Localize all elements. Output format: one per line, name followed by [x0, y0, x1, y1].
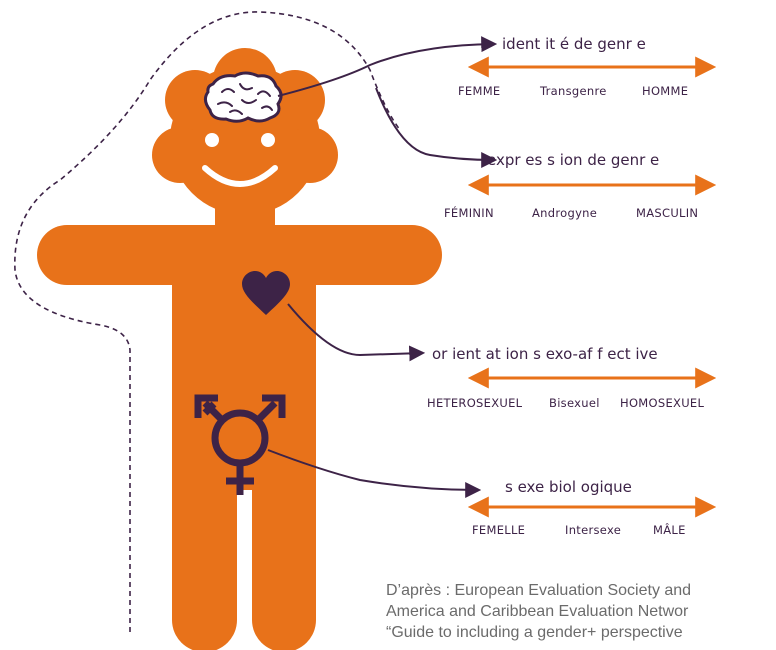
spectrum-arrows: [472, 67, 712, 507]
expression-title: expr es s ion de genr e: [487, 151, 659, 169]
sex-right: MÂLE: [653, 523, 686, 537]
sex-middle: Intersexe: [565, 523, 621, 537]
connector-expression: [376, 88, 494, 160]
source-credit: D’après : European Evaluation Society an…: [386, 580, 776, 643]
right-eye: [261, 133, 275, 147]
identity-right: HOMME: [642, 84, 688, 98]
sex-left: FEMELLE: [472, 523, 525, 537]
expression-right: MASCULIN: [636, 206, 698, 220]
credit-line-3: “Guide to including a gender+ perspectiv…: [386, 622, 776, 643]
identity-title: ident it é de genr e: [502, 35, 646, 53]
credit-line-2: America and Caribbean Evaluation Networ: [386, 601, 776, 622]
orientation-left: HETEROSEXUEL: [427, 396, 522, 410]
credit-line-1: D’après : European Evaluation Society an…: [386, 580, 776, 601]
orientation-middle: Bisexuel: [549, 396, 600, 410]
orientation-right: HOMOSEXUEL: [620, 396, 776, 410]
brain-icon: [205, 73, 281, 121]
orientation-title: or ient at ion s exo-af f ect ive: [432, 345, 658, 363]
expression-middle: Androgyne: [532, 206, 597, 220]
person-figure: [37, 48, 442, 650]
sex-title: s exe biol ogique: [505, 478, 632, 496]
identity-left: FEMME: [458, 84, 501, 98]
left-eye: [205, 133, 219, 147]
expression-left: FÉMININ: [444, 206, 494, 220]
identity-middle: Transgenre: [540, 84, 607, 98]
